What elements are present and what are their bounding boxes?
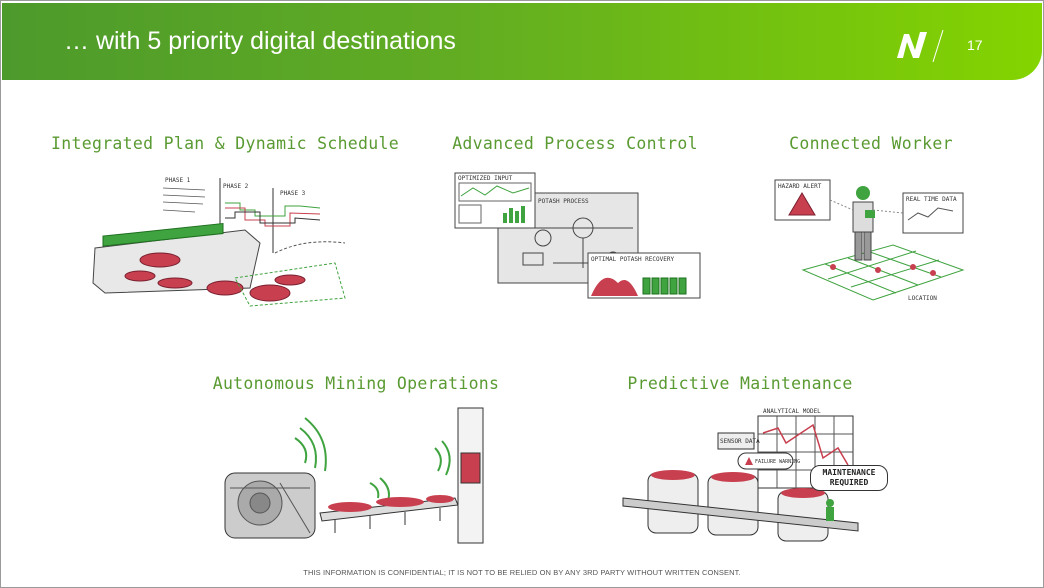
phase-3-label: PHASE 3 <box>280 190 306 197</box>
slide-header: … with 5 priority digital destinations 1… <box>2 3 1042 80</box>
potash-process-label: POTASH PROCESS <box>538 198 589 205</box>
maintenance-required-label: MAINTENANCE REQUIRED <box>810 465 888 491</box>
process-control-illustration: POTASH PROCESS OPTIMIZED INPUT OPTIMAL P… <box>454 172 701 299</box>
optimized-input-label: OPTIMIZED INPUT <box>458 175 513 182</box>
destination-title-plan-schedule: Integrated Plan & Dynamic Schedule <box>51 134 399 153</box>
location-label: LOCATION <box>908 295 937 302</box>
connected-worker-illustration: HAZARD ALERT REAL TIME DATA LOCATION <box>774 179 965 302</box>
destination-title-process-control: Advanced Process Control <box>452 134 698 153</box>
analytical-model-label: ANALYTICAL MODEL <box>763 408 821 415</box>
plan-schedule-illustration: PHASE 1 PHASE 2 PHASE 3 <box>92 177 346 307</box>
predictive-maintenance-illustration: ANALYTICAL MODEL SENSOR DATA FAILURE WAR… <box>622 408 859 542</box>
failure-warning-label: FAILURE WARNING <box>755 459 800 465</box>
hazard-alert-label: HAZARD ALERT <box>778 183 822 190</box>
optimal-recovery-label: OPTIMAL POTASH RECOVERY <box>591 256 674 263</box>
page-number: 17 <box>967 37 983 53</box>
slide-title: … with 5 priority digital destinations <box>64 27 456 55</box>
destination-title-autonomous-mining: Autonomous Mining Operations <box>212 374 500 393</box>
company-logo-icon <box>897 32 927 58</box>
phase-1-label: PHASE 1 <box>165 177 191 184</box>
phase-2-label: PHASE 2 <box>223 183 249 190</box>
real-time-data-label: REAL TIME DATA <box>906 196 957 203</box>
sensor-data-label: SENSOR DATA <box>720 438 760 445</box>
destination-title-connected-worker: Connected Worker <box>789 134 953 153</box>
destination-title-predictive-maintenance: Predictive Maintenance <box>627 374 853 393</box>
confidentiality-disclaimer: THIS INFORMATION IS CONFIDENTIAL; IT IS … <box>303 568 741 577</box>
autonomous-mining-illustration <box>224 407 484 544</box>
divider-slash <box>932 29 944 63</box>
